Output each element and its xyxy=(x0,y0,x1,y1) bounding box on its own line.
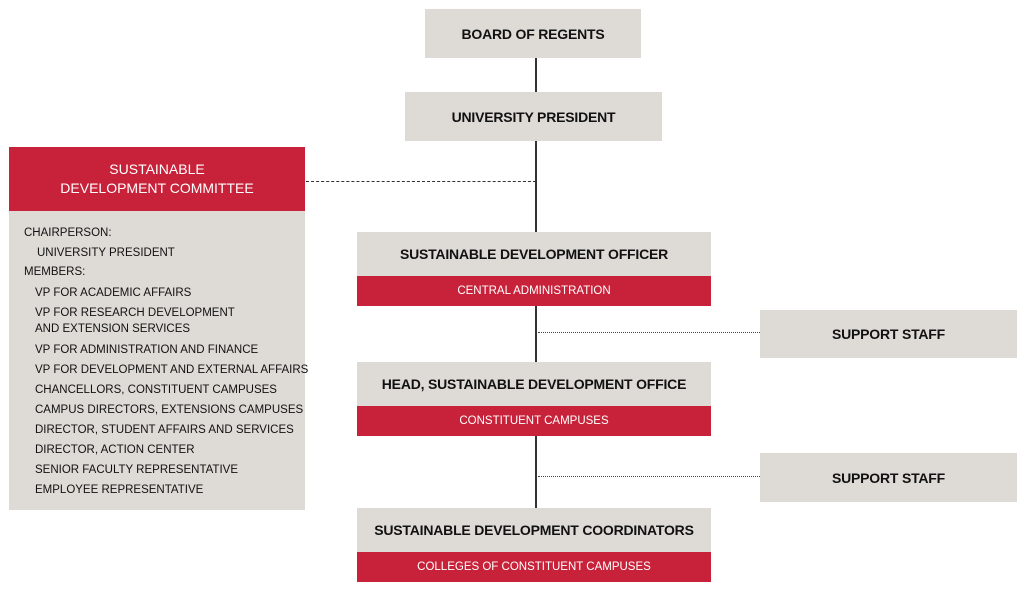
support-staff-box-1: SUPPORT STAFF xyxy=(760,310,1017,358)
support-connector-2 xyxy=(538,476,760,477)
member-item: CAMPUS DIRECTORS, EXTENSIONS CAMPUSES xyxy=(35,404,304,416)
member-item: DIRECTOR, ACTION CENTER xyxy=(35,444,195,456)
head-office-box: HEAD, SUSTAINABLE DEVELOPMENT OFFICE xyxy=(357,362,711,406)
support-staff-box-2: SUPPORT STAFF xyxy=(760,453,1017,502)
support-connector-1 xyxy=(538,332,760,333)
member-item: EMPLOYEE REPRESENTATIVE xyxy=(35,484,204,496)
member-item: VP FOR RESEARCH DEVELOPMENT xyxy=(35,307,235,319)
chair-label: CHAIRPERSON: xyxy=(24,227,112,239)
member-item: AND EXTENSION SERVICES xyxy=(35,323,191,335)
member-item: DIRECTOR, STUDENT AFFAIRS AND SERVICES xyxy=(35,424,294,436)
officer-unit: CENTRAL ADMINISTRATION xyxy=(357,276,711,306)
committee-connector xyxy=(306,181,536,182)
head-office-unit: CONSTITUENT CAMPUSES xyxy=(357,406,711,436)
member-item: CHANCELLORS, CONSTITUENT CAMPUSES xyxy=(35,384,277,396)
committee-members-panel: CHAIRPERSON: UNIVERSITY PRESIDENT MEMBER… xyxy=(9,211,309,510)
officer-box: SUSTAINABLE DEVELOPMENT OFFICER xyxy=(357,232,711,276)
coordinators-unit: COLLEGES OF CONSTITUENT CAMPUSES xyxy=(357,552,711,582)
chair-name: UNIVERSITY PRESIDENT xyxy=(37,247,175,259)
member-item: SENIOR FACULTY REPRESENTATIVE xyxy=(35,464,238,476)
board-of-regents-box: BOARD OF REGENTS xyxy=(425,9,641,58)
members-label: MEMBERS: xyxy=(24,266,86,278)
member-item: VP FOR ACADEMIC AFFAIRS xyxy=(35,287,192,299)
committee-header: SUSTAINABLE DEVELOPMENT COMMITTEE xyxy=(9,147,305,211)
member-item: VP FOR ADMINISTRATION AND FINANCE xyxy=(35,344,259,356)
member-item: VP FOR DEVELOPMENT AND EXTERNAL AFFAIRS xyxy=(35,364,309,376)
coordinators-box: SUSTAINABLE DEVELOPMENT COORDINATORS xyxy=(357,508,711,552)
university-president-box: UNIVERSITY PRESIDENT xyxy=(405,92,662,141)
